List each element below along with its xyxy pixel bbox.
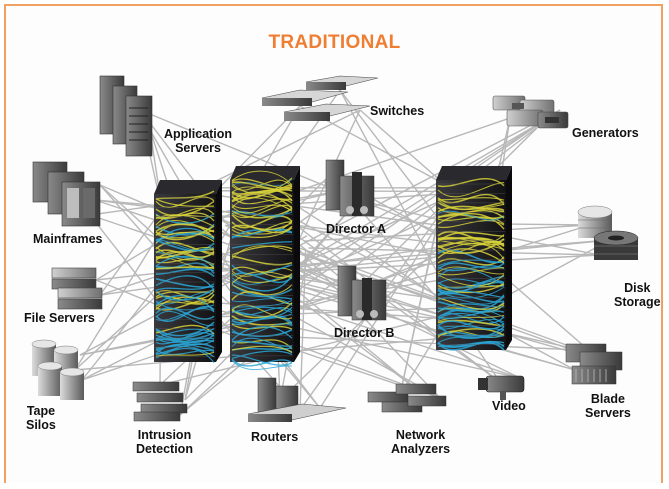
- application-servers-icon: [99, 75, 153, 157]
- file-servers-icon: [51, 267, 103, 310]
- patch-rack-1: [154, 180, 222, 364]
- diagram-title: TRADITIONAL: [268, 32, 401, 53]
- label-generators: Generators: [572, 126, 639, 140]
- label-mainframes: Mainframes: [33, 232, 103, 246]
- director-a-icon: [325, 159, 375, 217]
- patch-rack-2: [230, 166, 300, 370]
- disk-storage-icon: [577, 205, 639, 260]
- generators-icon: [492, 95, 569, 129]
- switches-icon: [261, 75, 379, 121]
- video-camera-icon: [478, 375, 525, 400]
- blade-servers-icon: [565, 343, 623, 385]
- network-analyzers-icon: [367, 383, 447, 413]
- label-director-a: Director A: [326, 222, 386, 236]
- label-video: Video: [492, 399, 526, 413]
- director-b-icon: [337, 265, 387, 321]
- routers-icon: [247, 377, 347, 422]
- intrusion-detection-icon: [132, 381, 188, 422]
- label-switches: Switches: [370, 104, 425, 118]
- tape-silos-icon: [31, 339, 85, 400]
- mainframes-icon: [32, 161, 101, 227]
- label-file-servers: File Servers: [24, 311, 95, 325]
- label-routers: Routers: [251, 430, 299, 444]
- label-director-b: Director B: [334, 326, 395, 340]
- patch-rack-3: [436, 166, 512, 351]
